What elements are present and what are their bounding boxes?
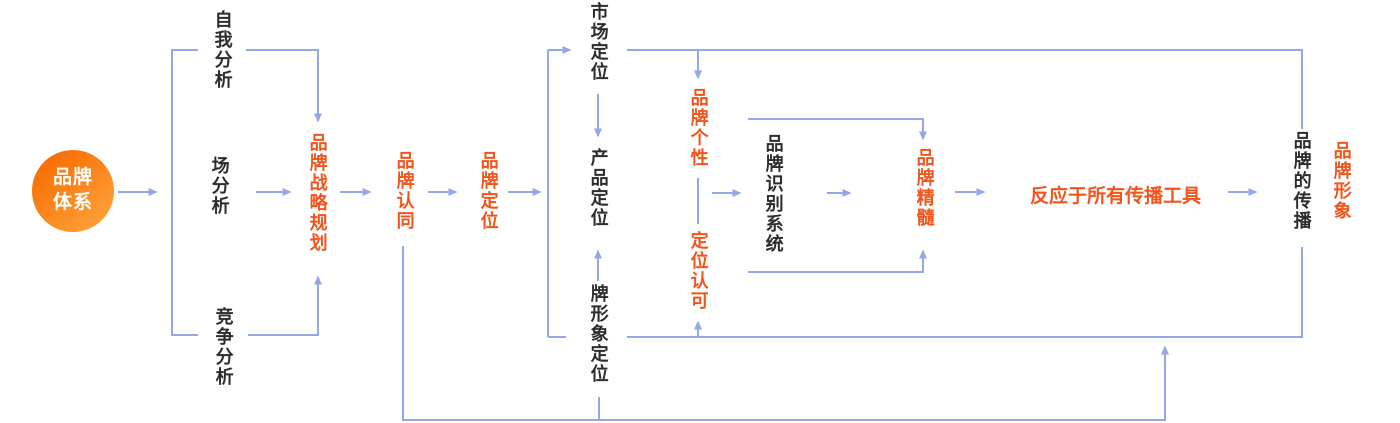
node-positioning-recognition: 定位认可 [687,231,709,311]
node-reflect-in-all-tools: 反应于所有传播工具 [1030,181,1202,208]
node-product-positioning: 产品定位 [587,148,609,228]
node-brand-essence: 品牌精髓 [913,148,935,228]
node-brand-identification: 品牌认同 [393,151,415,231]
arrow-recognition-bypass-to-essence [748,249,927,273]
node-brand-positioning: 品牌定位 [477,151,499,231]
node-brand-image-positioning: 牌形象定位 [587,284,609,384]
connector-bottom-rail-imagepos-to-communication [627,247,1303,338]
node-market-analysis: 场分析 [208,156,230,216]
node-brand-system: 品牌体系 [32,150,114,232]
arrow-identification-feedback-loop [402,246,1169,421]
arrow-self-analysis-to-strategy [246,49,322,123]
arrow-personality-bypass-to-essence [748,118,927,141]
node-brand-communication: 品牌的传播 [1290,131,1312,231]
node-brand-image: 品牌形象 [1330,141,1352,221]
node-brand-strategy-planning: 品牌战略规划 [306,133,328,253]
arrow-competition-analysis-to-strategy [248,275,322,336]
connector-top-rail-market-to-communication [627,49,1303,129]
node-brand-personality: 品牌个性 [687,88,709,168]
node-self-analysis: 自我分析 [211,10,233,90]
node-brand-identity-system: 品牌识别系统 [762,134,784,254]
node-competition-analysis: 竞争分析 [212,307,234,387]
node-market-positioning: 市场定位 [587,2,609,82]
connector-left-bracket [171,49,198,336]
node-brand-system-label: 品牌体系 [52,167,93,213]
